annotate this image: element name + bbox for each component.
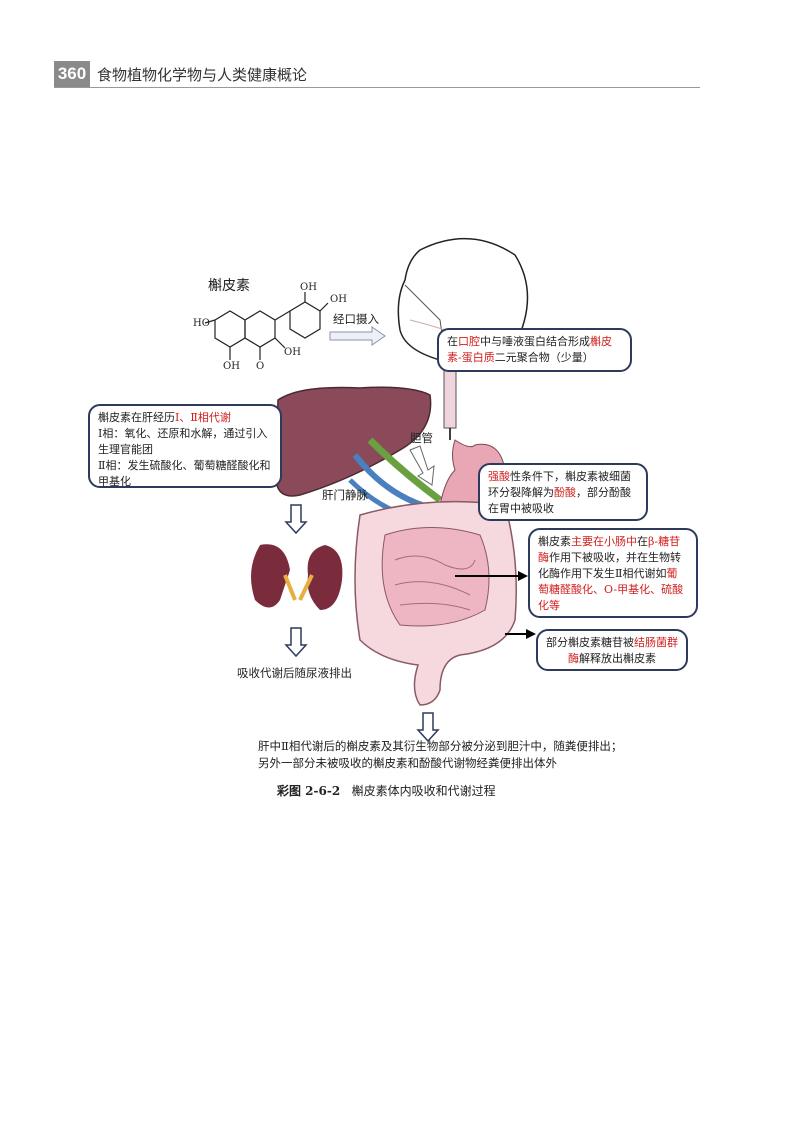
group-oh: OH bbox=[330, 294, 347, 305]
box-text: 作用下被吸收，并在生物转化酶作用下发生Ⅱ相代谢如 bbox=[538, 551, 681, 580]
colon-box: 部分槲皮素糖苷被结肠菌群酶解释放出槲皮素 bbox=[536, 629, 688, 671]
box-text: 中与唾液蛋白结合形成 bbox=[480, 335, 590, 348]
highlight-text: β-糖苷酶 bbox=[538, 535, 681, 564]
group-oh: OH bbox=[284, 347, 301, 358]
down-arrow-kidney bbox=[284, 627, 308, 658]
bottom-text-line2: 另外一部分未被吸收的槲皮素和酚酸代谢物经粪便排出体外 bbox=[258, 756, 557, 770]
liver-box: 槲皮素在肝经历Ⅰ、Ⅱ相代谢 Ⅰ相：氧化、还原和水解，通过引入生理官能团 Ⅱ相：发… bbox=[88, 404, 282, 488]
molecule-name: 槲皮素 bbox=[208, 278, 250, 294]
figure-caption: 彩图 2-6-2 槲皮素体内吸收和代谢过程 bbox=[277, 782, 496, 799]
caption-text: 槲皮素体内吸收和代谢过程 bbox=[351, 784, 496, 798]
liver-line1: 槲皮素在肝经历 bbox=[98, 411, 175, 424]
intake-arrow bbox=[329, 326, 386, 346]
oral-intake-label: 经口摄入 bbox=[333, 312, 379, 326]
caption-number: 彩图 2-6-2 bbox=[277, 784, 341, 798]
bottom-text-line1: 肝中Ⅱ相代谢后的槲皮素及其衍生物部分被分泌到胆汁中，随粪便排出； bbox=[258, 739, 623, 753]
urine-excretion-label: 吸收代谢后随尿液排出 bbox=[237, 666, 352, 680]
highlight-text: 强酸 bbox=[488, 470, 510, 483]
kidney-right bbox=[307, 545, 343, 610]
group-oh: HO bbox=[193, 318, 210, 329]
box-text: 部分槲皮素糖苷被 bbox=[546, 636, 634, 649]
kidney-left bbox=[251, 544, 290, 608]
group-o: O bbox=[256, 361, 265, 372]
down-arrow-feces bbox=[416, 712, 440, 743]
small-intestine bbox=[381, 527, 490, 627]
highlight-text: 酚酸 bbox=[554, 486, 576, 499]
liver-phase2: Ⅱ相：发生硫酸化、葡萄糖醛酸化和甲基化 bbox=[98, 459, 271, 488]
highlight-text: 结肠菌群酶 bbox=[568, 636, 678, 665]
box-text: 性条件下，槲皮素被细菌环分裂降解为 bbox=[488, 470, 631, 499]
stomach-box: 强酸性条件下，槲皮素被细菌环分裂降解为酚酸，部分酚酸在胃中被吸收 bbox=[478, 463, 648, 521]
mouth-box: 在口腔中与唾液蛋白结合形成槲皮素-蛋白质二元聚合物（少量） bbox=[437, 328, 632, 372]
liver-phase1: Ⅰ相：氧化、还原和水解，通过引入生理官能团 bbox=[98, 427, 268, 456]
page-number: 360 bbox=[54, 61, 90, 87]
group-oh: OH bbox=[300, 282, 317, 293]
box-text: 解释放出槲皮素 bbox=[579, 652, 656, 665]
group-oh: OH bbox=[223, 361, 240, 372]
box-text: 在 bbox=[447, 335, 458, 348]
box-text: 二元聚合物（少量） bbox=[494, 351, 594, 364]
highlight-text: 口腔 bbox=[458, 335, 480, 348]
down-arrow-liver bbox=[284, 504, 308, 535]
quercetin-structure bbox=[204, 292, 329, 360]
box-text: 槲皮素 bbox=[538, 535, 571, 548]
box-text: 在 bbox=[637, 535, 648, 548]
header-divider bbox=[54, 87, 700, 88]
highlight-text: 葡萄糖醛酸化、O-甲基化、硫酸化等 bbox=[538, 567, 684, 612]
liver-phase-highlight: Ⅰ、Ⅱ相代谢 bbox=[175, 411, 231, 424]
bile-duct-label: 胆管 bbox=[410, 431, 433, 445]
highlight-text: 槲皮素-蛋白质 bbox=[447, 335, 612, 364]
box-text: ，部分酚酸在胃中被吸收 bbox=[488, 486, 631, 515]
highlight-text: 主要在小肠中 bbox=[571, 535, 637, 548]
liver bbox=[275, 386, 432, 497]
book-title: 食物植物化学物与人类健康概论 bbox=[97, 66, 308, 84]
small-intestine-box: 槲皮素主要在小肠中在β-糖苷酶作用下被吸收，并在生物转化酶作用下发生Ⅱ相代谢如葡… bbox=[528, 528, 698, 618]
portal-vein-label: 肝门静脉 bbox=[322, 488, 368, 502]
